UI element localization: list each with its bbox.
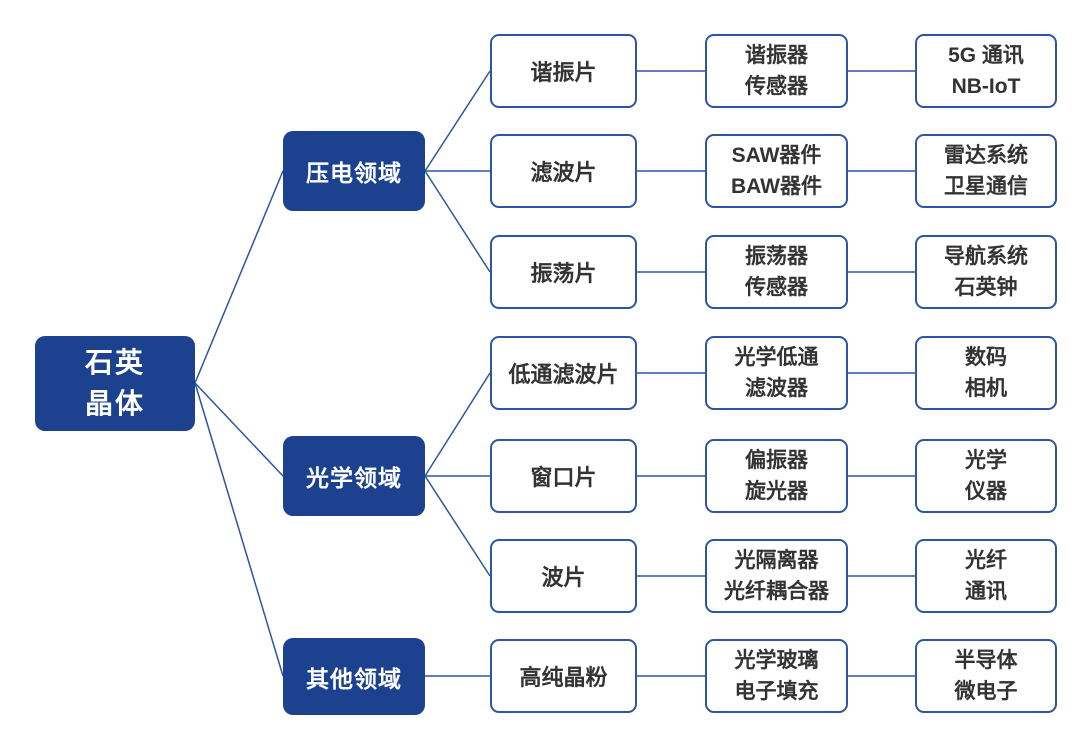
connector-line (424, 475, 491, 577)
application-label-line1: 5G 通讯 (948, 43, 1024, 67)
category-node-other: 其他领域 (283, 638, 425, 715)
category-node-optical: 光学领域 (283, 436, 425, 516)
device-box: SAW器件 BAW器件 (705, 134, 848, 208)
device-label-line1: 偏振器 (745, 448, 808, 472)
material-label: 窗口片 (530, 465, 597, 490)
device-label-line1: 光学低通 (734, 345, 819, 369)
device-box: 谐振器 传感器 (705, 34, 848, 108)
application-label-line2: 卫星通信 (944, 175, 1028, 198)
application-label-line1: 数码 (965, 345, 1007, 369)
root-node: 石英 晶体 (35, 336, 195, 431)
device-label-line2: 传感器 (745, 276, 808, 299)
root-node-label-line1: 石英 (84, 346, 145, 378)
category-label: 其他领域 (306, 665, 402, 692)
application-label-line2: 通讯 (965, 580, 1007, 603)
device-box: 偏振器 旋光器 (705, 439, 848, 513)
application-label-line1: 雷达系统 (944, 143, 1028, 167)
device-label-line1: 谐振器 (745, 43, 808, 67)
device-label-line2: 光纤耦合器 (724, 580, 829, 603)
device-label-line1: SAW器件 (731, 143, 822, 167)
device-label-line2: 传感器 (745, 75, 808, 98)
device-box: 光隔离器 光纤耦合器 (705, 539, 848, 613)
application-label-line1: 半导体 (954, 648, 1018, 672)
application-label-line2: 微电子 (954, 680, 1018, 703)
material-box: 振荡片 (490, 235, 637, 309)
material-label: 波片 (541, 565, 586, 590)
application-box: 半导体 微电子 (915, 639, 1057, 713)
material-box: 滤波片 (490, 134, 637, 208)
root-node-label-line2: 晶体 (84, 387, 145, 419)
device-box: 光学低通 滤波器 (705, 336, 848, 410)
connector-line (424, 372, 491, 477)
material-box: 高纯晶粉 (490, 639, 637, 713)
connector-line (194, 382, 284, 477)
application-label-line1: 光纤 (965, 548, 1007, 572)
connector-line (424, 170, 491, 273)
application-label-line2: 石英钟 (954, 276, 1018, 299)
application-box: 数码 相机 (915, 336, 1057, 410)
device-box: 振荡器 传感器 (705, 235, 848, 309)
material-label: 滤波片 (530, 160, 597, 185)
device-box: 光学玻璃 电子填充 (705, 639, 848, 713)
material-box: 低通滤波片 (490, 336, 637, 410)
category-node-piezoelectric: 压电领域 (283, 131, 425, 211)
material-label: 谐振片 (530, 60, 597, 85)
application-box: 光学 仪器 (915, 439, 1057, 513)
material-box: 窗口片 (490, 439, 637, 513)
category-label: 压电领域 (306, 160, 402, 186)
material-label: 振荡片 (530, 261, 597, 286)
application-box: 5G 通讯 NB-IoT (915, 34, 1057, 108)
connector-line (194, 170, 284, 384)
device-label-line2: BAW器件 (731, 175, 822, 198)
device-label-line2: 电子填充 (734, 680, 819, 703)
application-box: 雷达系统 卫星通信 (915, 134, 1057, 208)
application-label-line1: 导航系统 (944, 244, 1028, 268)
device-label-line1: 光学玻璃 (734, 648, 819, 672)
connector-line (424, 70, 491, 172)
application-box: 导航系统 石英钟 (915, 235, 1057, 309)
material-box: 谐振片 (490, 34, 637, 108)
material-box: 波片 (490, 539, 637, 613)
application-label-line2: NB-IoT (951, 75, 1021, 98)
application-label-line2: 仪器 (965, 480, 1007, 503)
application-label-line1: 光学 (965, 448, 1007, 472)
device-label-line2: 滤波器 (745, 377, 808, 400)
category-label: 光学领域 (306, 465, 402, 491)
device-label-line1: 振荡器 (745, 244, 808, 268)
application-label-line2: 相机 (965, 377, 1007, 400)
device-label-line2: 旋光器 (745, 480, 808, 503)
material-label: 低通滤波片 (508, 362, 619, 387)
material-label: 高纯晶粉 (519, 665, 608, 690)
application-box: 光纤 通讯 (915, 539, 1057, 613)
connector-line (194, 382, 284, 677)
device-label-line1: 光隔离器 (734, 548, 819, 572)
